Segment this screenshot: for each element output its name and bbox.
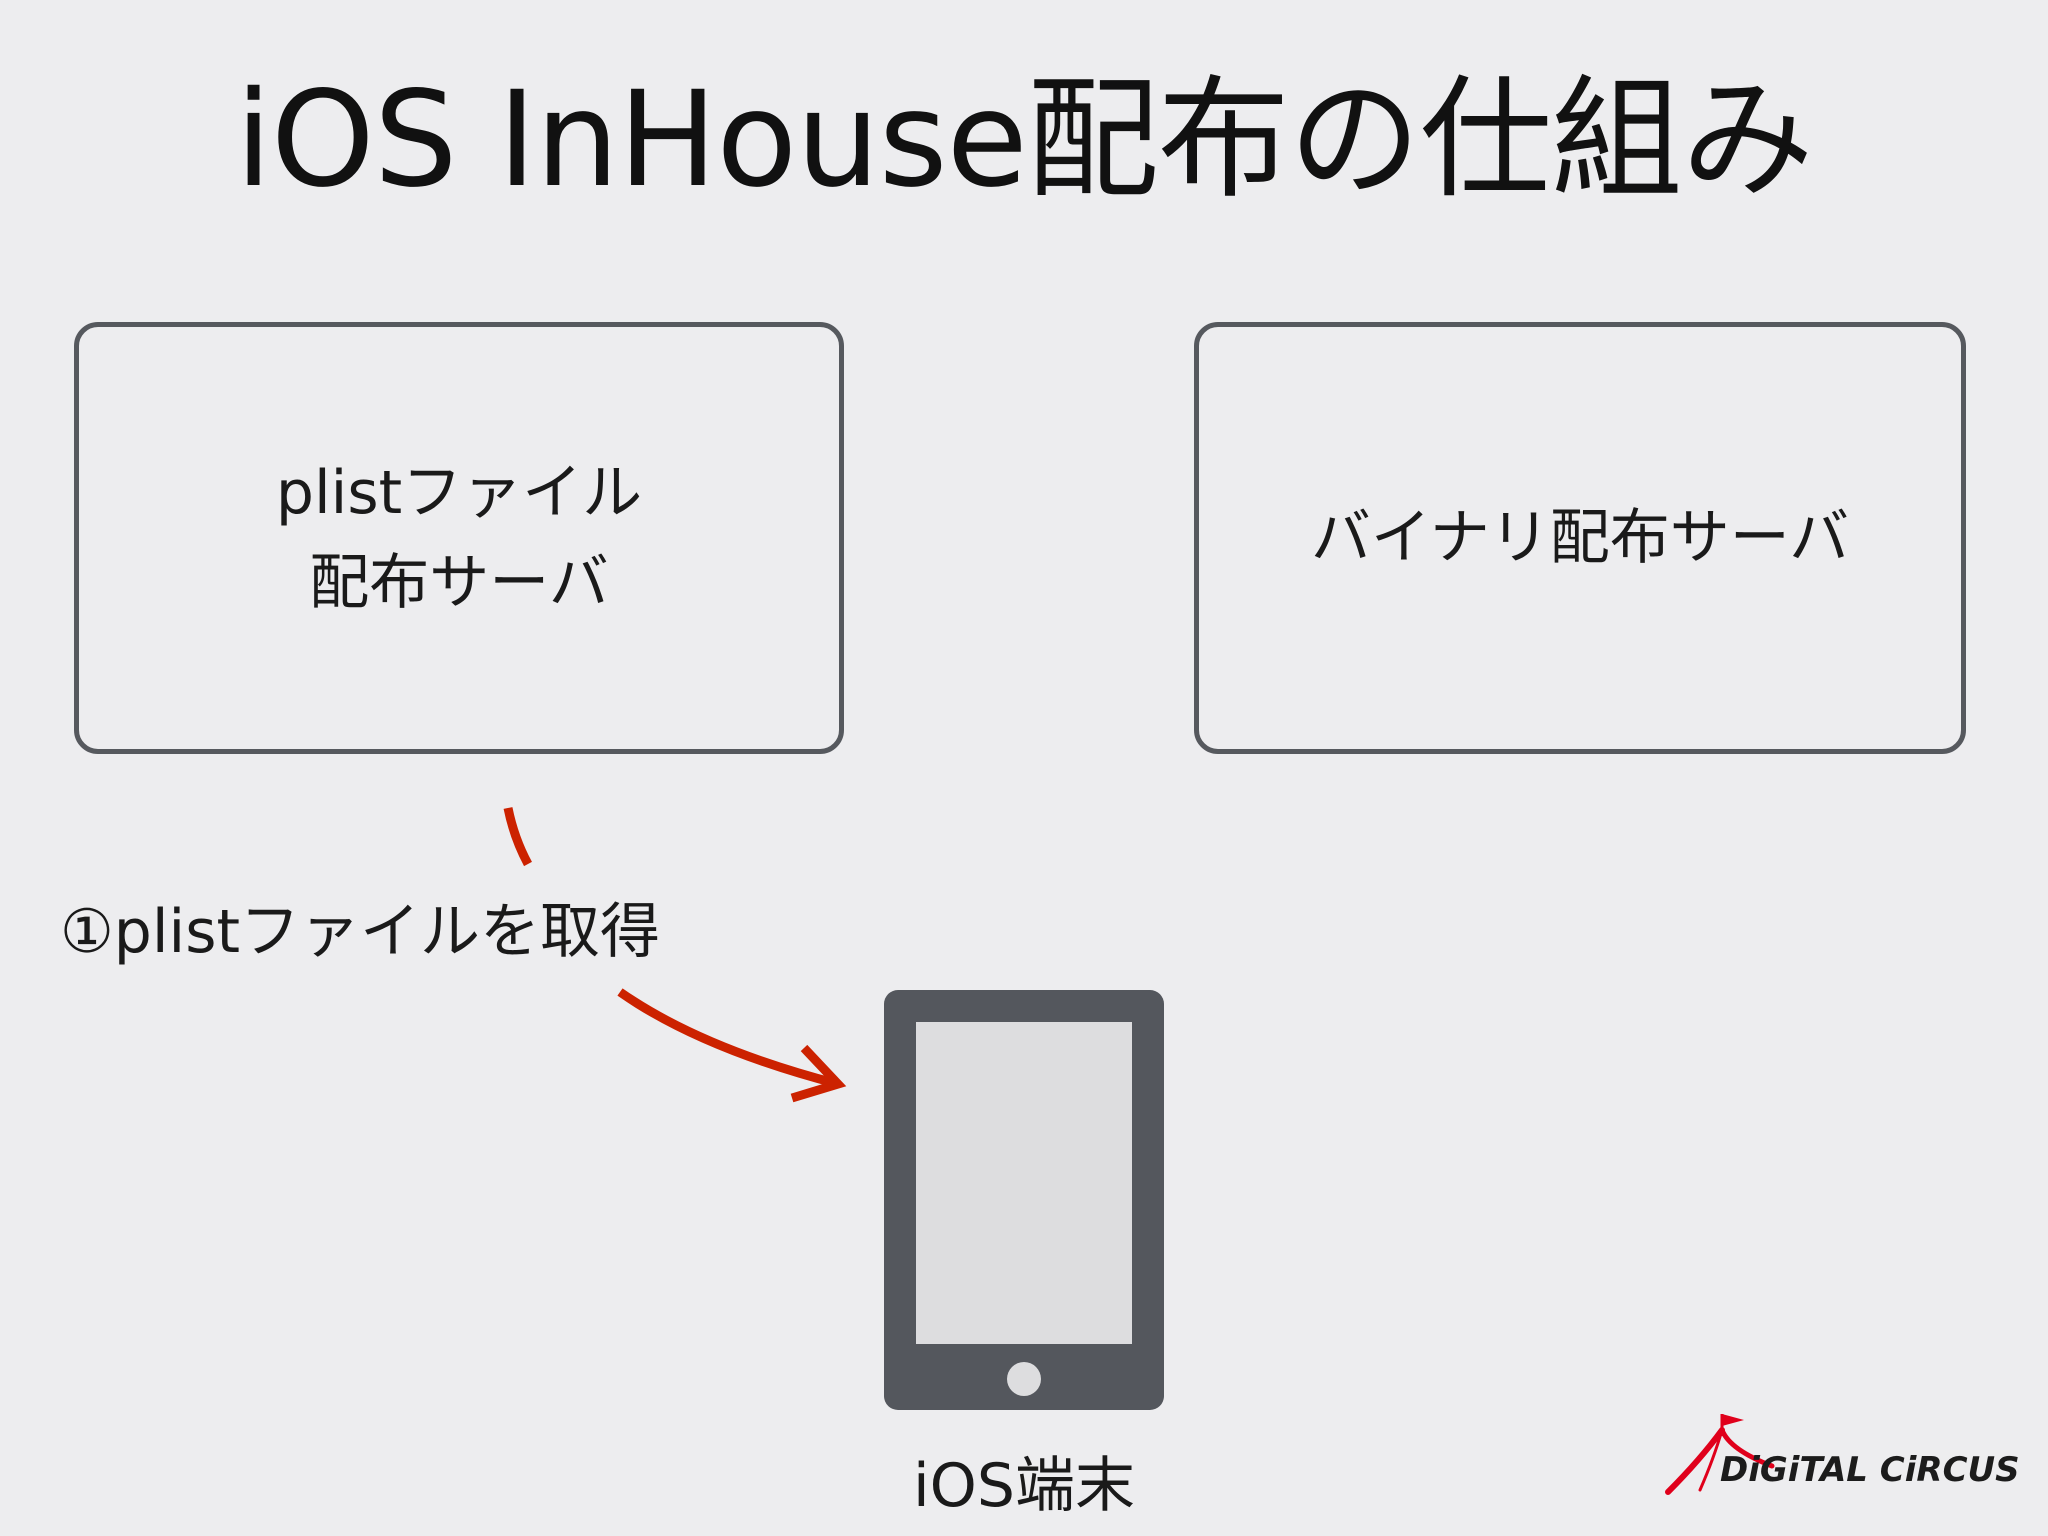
step1-label: ①plistファイルを取得 [60,897,660,967]
page-title: iOS InHouse配布の仕組み [235,63,1814,217]
binary-distribution-server-box: バイナリ配布サーバ [1194,322,1966,754]
circus-tent-flag-icon [1665,1414,1775,1495]
plist-server-label-line1: plistファイル [275,458,643,528]
binary-server-label: バイナリ配布サーバ [1310,503,1850,573]
fetch-plist-arrow-lower-segment [617,988,840,1089]
tablet-screen [916,1022,1132,1344]
digital-circus-logo: DiGiTAL CiRCUS [1660,1410,2020,1506]
fetch-plist-arrowhead [790,1044,847,1103]
ios-device-label: iOS端末 [913,1451,1135,1521]
plist-server-label-line2: 配布サーバ [309,548,609,618]
tablet-home-button [1007,1362,1041,1396]
plist-distribution-server-box: plistファイル 配布サーバ [74,322,844,754]
tablet-icon [884,990,1164,1410]
plist-server-label: plistファイル 配布サーバ [276,448,642,628]
fetch-plist-arrow-upper-segment [503,807,532,867]
logo-text: DiGiTAL CiRCUS [1720,1450,2020,1490]
